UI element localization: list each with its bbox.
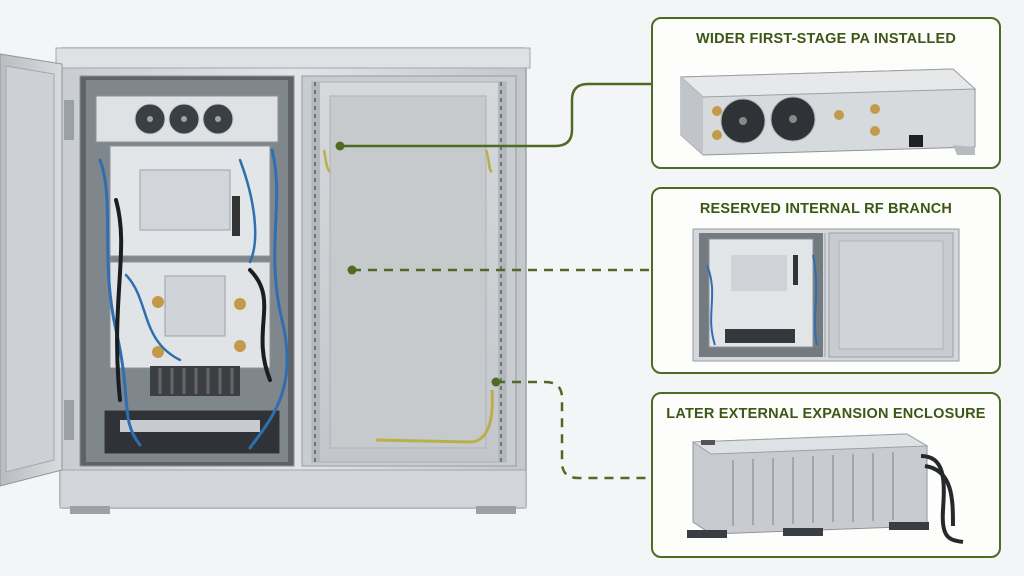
callout-rf-branch: RESERVED INTERNAL RF BRANCH — [651, 187, 1001, 374]
cabinet-door — [0, 53, 74, 487]
connector-expansion — [491, 377, 652, 480]
expansion-enclosure-image — [687, 433, 964, 544]
callout-rf-title: RESERVED INTERNAL RF BRANCH — [699, 201, 953, 217]
connector-rf-branch — [347, 265, 652, 275]
rf-cabling — [98, 148, 289, 450]
ground-wire — [375, 389, 494, 444]
callout-expansion-enclosure: LATER EXTERNAL EXPANSION ENCLOSURE — [651, 392, 1001, 558]
connector-pa — [335, 82, 652, 151]
callout-expansion-title: LATER EXTERNAL EXPANSION ENCLOSURE — [666, 406, 986, 422]
reserved-branch-image — [692, 228, 960, 362]
callout-pa-installed: WIDER FIRST-STAGE PA INSTALLED — [651, 17, 1001, 169]
power-amplifier-image — [679, 68, 977, 156]
left-bay-equipment — [95, 95, 281, 455]
callout-pa-title: WIDER FIRST-STAGE PA INSTALLED — [695, 31, 956, 47]
